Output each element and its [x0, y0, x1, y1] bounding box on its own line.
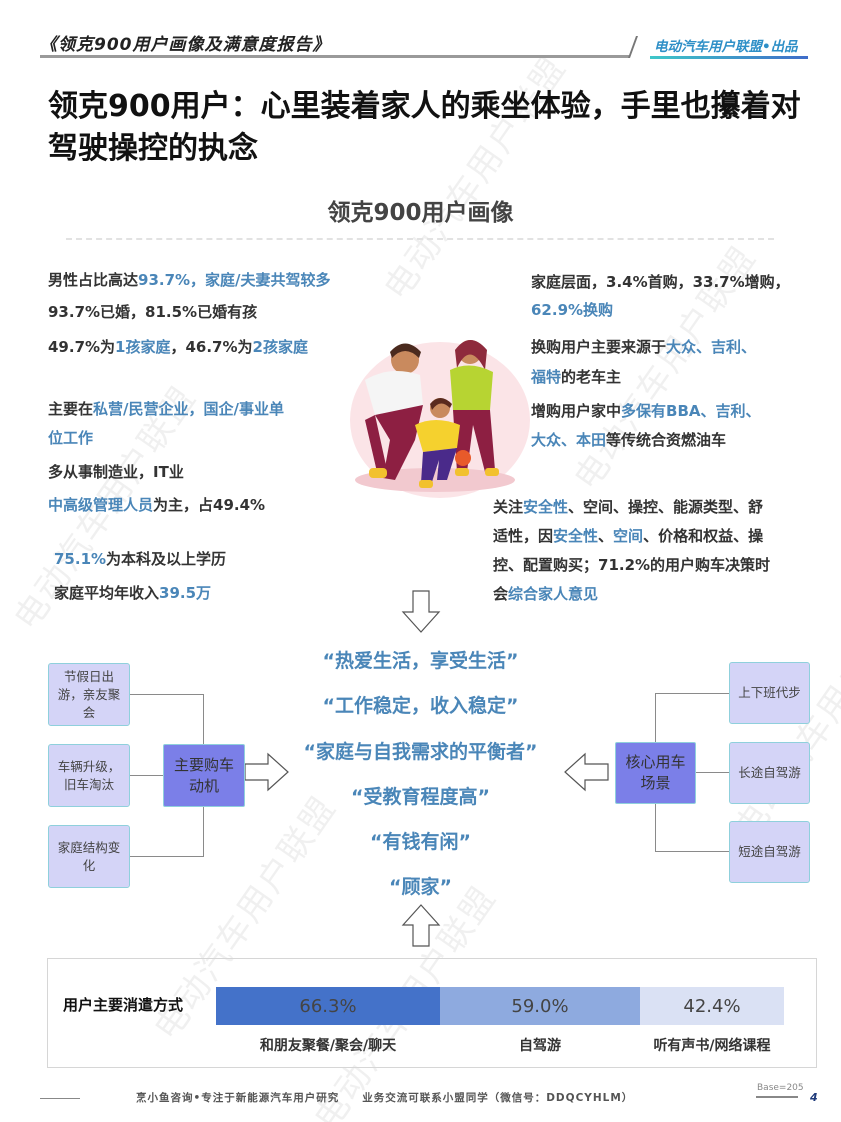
footer-text: 烹小鱼咨询•专注于新能源汽车用户研究 业务交流可联系小盟同学（微信号：DDQCY… — [136, 1092, 634, 1104]
bar-segment: 59.0% — [440, 987, 640, 1025]
stat-children: 49.7%为1孩家庭，46.7%为2孩家庭 — [48, 338, 308, 356]
scenario-hub: 核心用车场景 — [615, 742, 696, 804]
stat-replacement-source: 换购用户主要来源于大众、吉利、 — [531, 338, 757, 356]
stat-purchase-type: 家庭层面，3.4%首购，33.7%增购， — [531, 273, 790, 291]
stat-industry: 多从事制造业，IT业 — [48, 463, 184, 481]
stat-education: 75.1%为本科及以上学历 — [54, 550, 227, 568]
section-title: 领克900用户画像 — [327, 200, 514, 226]
persona-quote: “热爱生活，享受生活” — [322, 650, 519, 672]
scenario-leaf: 长途自驾游 — [729, 742, 810, 804]
persona-quote: “工作稳定，收入稳定” — [322, 695, 519, 717]
stat-additional-purchase-cont: 大众、本田等传统合资燃油车 — [531, 431, 727, 449]
connector-line — [130, 694, 204, 695]
stat-employer: 主要在私营/民营企业，国企/事业单 — [48, 400, 284, 418]
arrow-up-icon — [401, 903, 441, 947]
dashed-divider — [66, 238, 774, 240]
header-slash-divider — [627, 36, 639, 58]
connector-line — [130, 856, 204, 857]
stat-replacement: 62.9%换购 — [531, 301, 614, 319]
scenario-leaf: 短途自驾游 — [729, 821, 810, 883]
bar-segment: 42.4% — [640, 987, 784, 1025]
persona-quote: “有钱有闲” — [370, 831, 471, 853]
bar-category: 听有声书/网络课程 — [653, 1038, 771, 1054]
motivation-leaf: 家庭结构变化 — [48, 825, 130, 888]
scenario-leaf: 上下班代步 — [729, 662, 810, 724]
stat-concerns-l3: 控、配置购买；71.2%的用户购车决策时 — [493, 556, 771, 574]
motivation-leaf: 节假日出游，亲友聚会 — [48, 663, 130, 726]
motivation-hub: 主要购车动机 — [163, 744, 245, 807]
leisure-chart — [47, 958, 817, 1068]
header-divider — [40, 55, 630, 58]
page-number: 4 — [810, 1091, 818, 1104]
arrow-left-icon — [563, 752, 609, 792]
report-title: 《领克900用户画像及满意度报告》 — [40, 35, 331, 55]
footer-divider — [40, 1098, 80, 1099]
stat-position: 中高级管理人员为主，占49.4% — [48, 496, 266, 514]
persona-quote: “顾家” — [389, 876, 452, 898]
arrow-down-icon — [401, 590, 441, 634]
base-underline — [756, 1096, 798, 1098]
brand-label: 电动汽车用户联盟•出品 — [654, 39, 798, 55]
brand-underline — [650, 56, 808, 59]
connector-line — [130, 775, 164, 776]
page-title: 领克900用户：心里装着家人的乘坐体验，手里也攥着对驾驶操控的执念 — [48, 89, 801, 166]
connector-line — [695, 772, 730, 773]
connector-line — [655, 851, 730, 852]
bar-category: 自驾游 — [519, 1038, 561, 1054]
arrow-right-icon — [244, 752, 290, 792]
connector-line — [655, 693, 730, 694]
bar-category: 和朋友聚餐/聚会/聊天 — [259, 1038, 397, 1054]
stat-gender: 男性占比高达93.7%，家庭/夫妻共驾较多 — [48, 271, 331, 289]
bar-segment: 66.3% — [216, 987, 440, 1025]
chart-title: 用户主要消遣方式 — [63, 996, 184, 1014]
family-illustration — [335, 330, 530, 498]
stat-replacement-source-cont: 福特的老车主 — [531, 368, 622, 386]
stat-concerns-l1: 关注安全性、空间、操控、能源类型、舒 — [493, 498, 764, 516]
motivation-leaf: 车辆升级，旧车淘汰 — [48, 744, 130, 807]
persona-quote: “家庭与自我需求的平衡者” — [303, 741, 538, 763]
stat-income: 家庭平均年收入39.5万 — [54, 584, 212, 602]
stat-marriage: 93.7%已婚，81.5%已婚有孩 — [48, 303, 258, 321]
stat-concerns-l2: 适性，因安全性、空间、价格和权益、操 — [493, 527, 764, 545]
stat-employer-cont: 位工作 — [48, 429, 94, 447]
stat-concerns-l4: 会综合家人意见 — [493, 585, 599, 603]
persona-quote: “受教育程度高” — [351, 786, 490, 808]
stat-additional-purchase: 增购用户家中多保有BBA、吉利、 — [531, 402, 761, 420]
sample-base: Base=205 — [757, 1083, 804, 1093]
